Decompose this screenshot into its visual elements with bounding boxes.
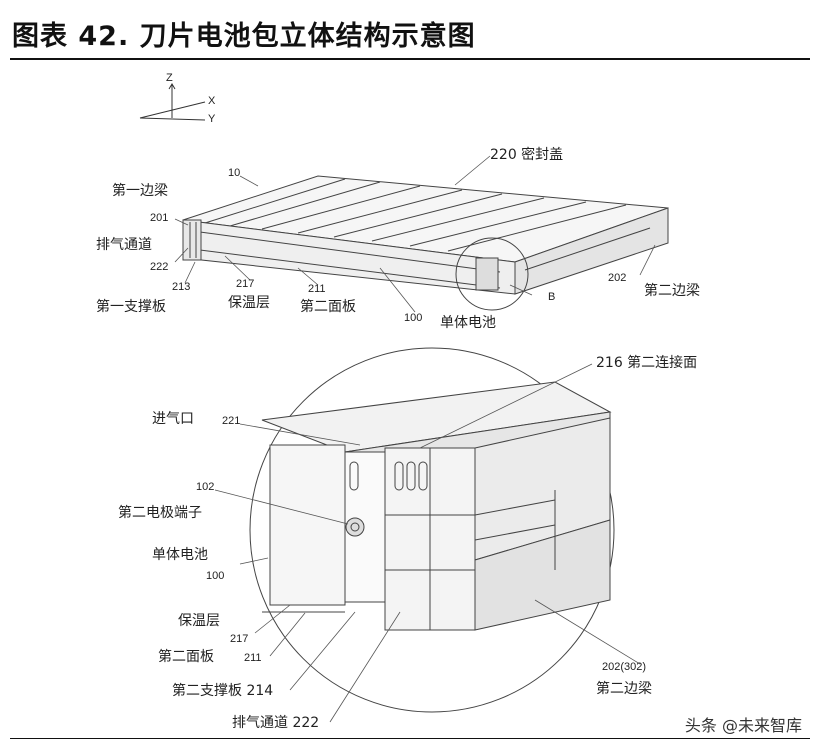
battery-pack-drawing xyxy=(182,175,669,311)
ref-221: 221 xyxy=(222,415,241,427)
label-air-inlet: 进气口 xyxy=(152,411,194,427)
label-single-cell: 单体电池 xyxy=(440,315,496,331)
ref-10: 10 xyxy=(228,167,241,179)
label-second-connect-face: 216 第二连接面 xyxy=(596,355,698,371)
ref-202: 202 xyxy=(608,272,627,284)
label-sealing-cover: 220 密封盖 xyxy=(490,147,564,163)
label-second-electrode-terminal: 第二电极端子 xyxy=(118,505,202,521)
label-detail-b: B xyxy=(548,291,556,303)
ref-detail-100: 100 xyxy=(206,570,225,582)
axis-y-label: Y xyxy=(208,113,216,125)
ref-100: 100 xyxy=(404,312,423,324)
ref-201: 201 xyxy=(150,212,169,224)
top-leader-lines xyxy=(174,155,656,313)
label-detail-single-cell: 单体电池 xyxy=(152,547,208,563)
label-detail-second-side-beam: 第二边梁 xyxy=(596,681,652,697)
label-exhaust-channel: 排气通道 xyxy=(96,237,152,253)
detail-view-drawing xyxy=(249,347,615,713)
bottom-divider xyxy=(10,738,810,739)
label-first-side-beam: 第一边梁 xyxy=(112,183,168,199)
ref-217: 217 xyxy=(236,278,255,290)
ref-211: 211 xyxy=(308,283,326,295)
label-second-support-plate: 第二支撑板 214 xyxy=(172,683,274,699)
label-first-support-plate: 第一支撑板 xyxy=(96,299,166,315)
label-detail-exhaust-channel: 排气通道 222 xyxy=(232,715,320,731)
detail-leader-lines xyxy=(214,363,641,723)
title-divider xyxy=(10,58,810,60)
watermark: 头条 @未来智库 xyxy=(684,716,802,735)
figure-title: 图表 42. 刀片电池包立体结构示意图 xyxy=(12,21,476,52)
axis-indicator xyxy=(139,83,206,121)
ref-detail-217: 217 xyxy=(230,633,249,645)
axis-x-label: X xyxy=(208,95,216,107)
label-second-panel: 第二面板 xyxy=(300,299,356,315)
ref-222: 222 xyxy=(150,261,169,273)
ref-213: 213 xyxy=(172,281,191,293)
label-insulation: 保温层 xyxy=(228,295,270,311)
ref-detail-211: 211 xyxy=(244,652,262,664)
axis-z-label: Z xyxy=(166,72,173,84)
ref-202-302: 202(302) xyxy=(602,661,647,673)
ref-102: 102 xyxy=(196,481,215,493)
label-detail-second-panel: 第二面板 xyxy=(158,649,214,665)
label-detail-insulation: 保温层 xyxy=(178,613,220,629)
label-second-side-beam: 第二边梁 xyxy=(644,283,700,299)
